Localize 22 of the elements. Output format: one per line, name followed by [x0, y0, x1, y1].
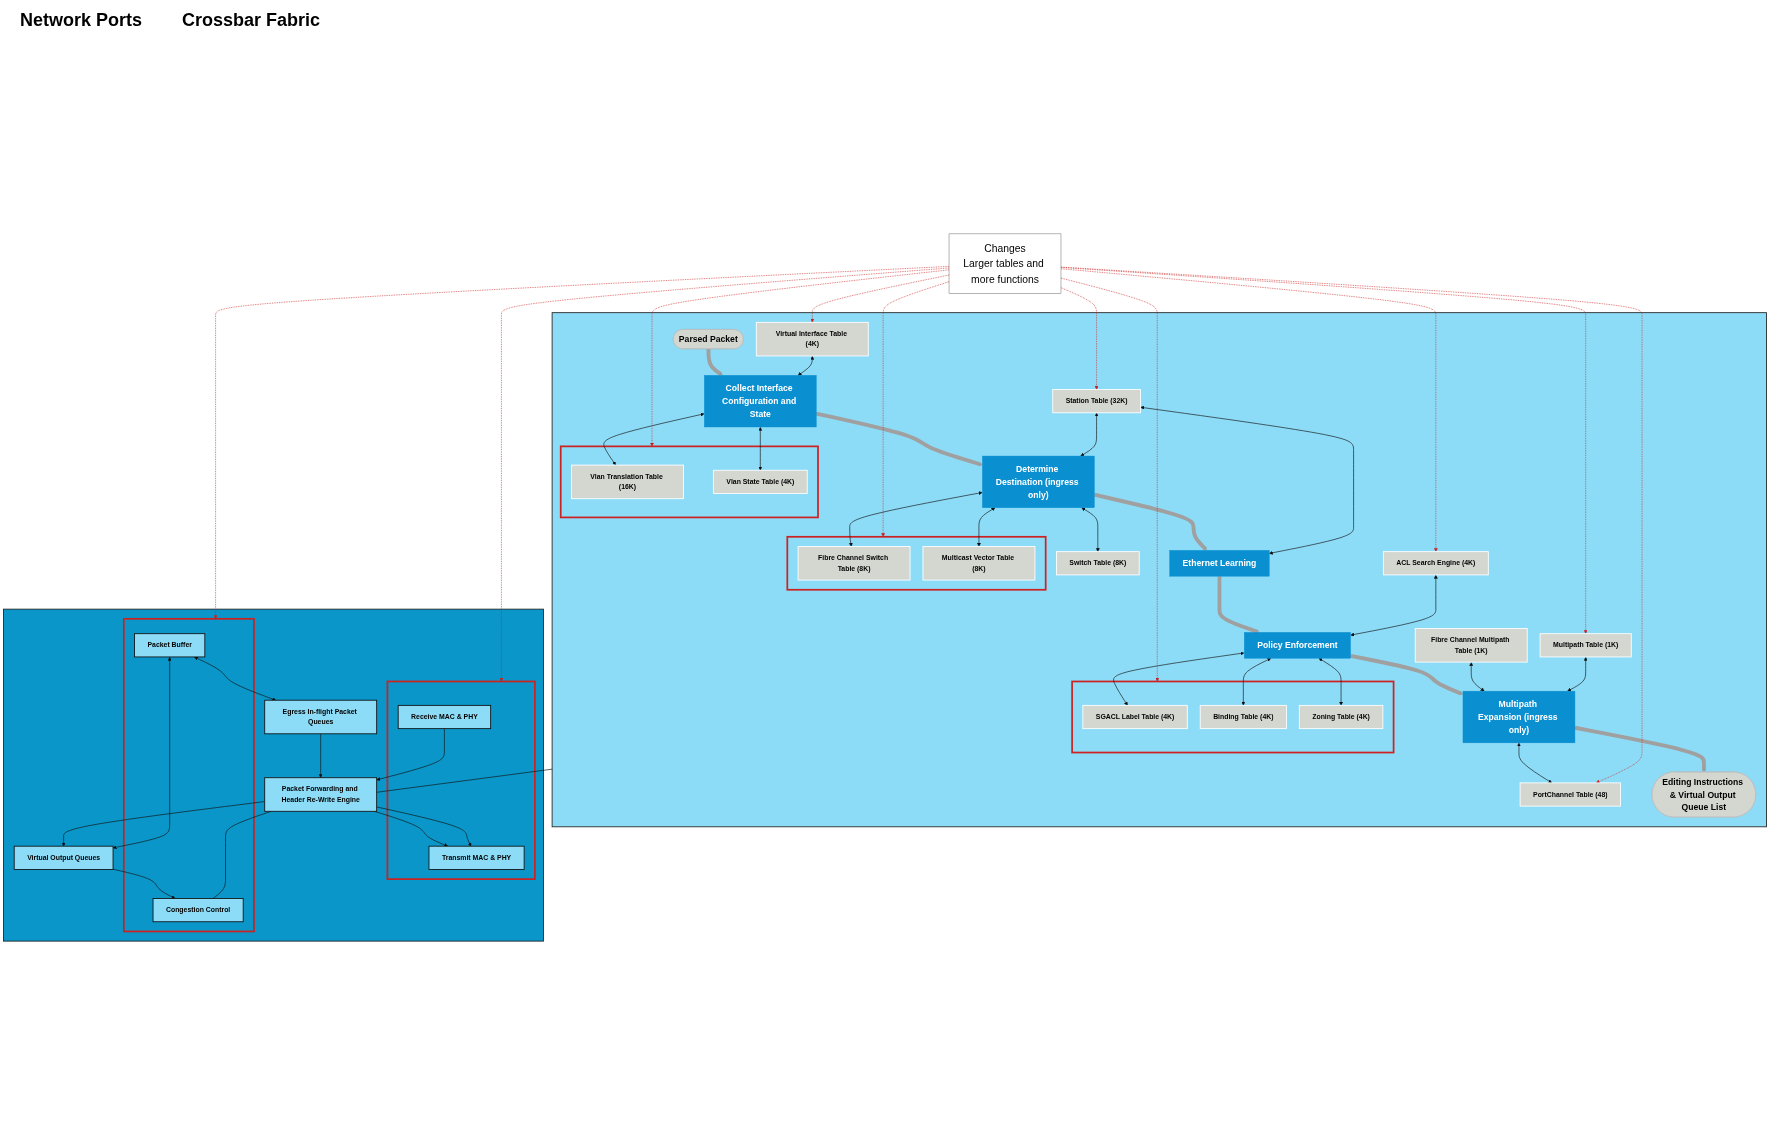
node-box: Ethernet Learning [1169, 550, 1270, 577]
arrow [1217, 576, 1260, 634]
arrow [706, 349, 723, 376]
node-box: Policy Enforcement [1244, 632, 1351, 659]
node-box: Determine Destination (ingress only) [982, 455, 1095, 508]
cluster [3, 608, 544, 942]
connector [376, 768, 553, 793]
section-label: Crossbar Fabric [182, 9, 321, 31]
node-box: Collect Interface Configuration and State [704, 375, 817, 428]
cluster [551, 312, 1767, 828]
node-box: Changes Larger tables and more functions [948, 233, 1062, 294]
cluster [786, 535, 1047, 591]
cluster [386, 680, 536, 880]
arrow [1093, 492, 1207, 551]
cluster [559, 445, 819, 519]
cluster [122, 617, 255, 933]
arrow [815, 411, 983, 467]
cluster [1071, 680, 1395, 754]
section-label: Network Ports [20, 9, 143, 31]
arrow [1574, 725, 1706, 773]
node-box: Multipath Expansion (ingress only) [1462, 690, 1576, 744]
arrow [1350, 653, 1464, 696]
